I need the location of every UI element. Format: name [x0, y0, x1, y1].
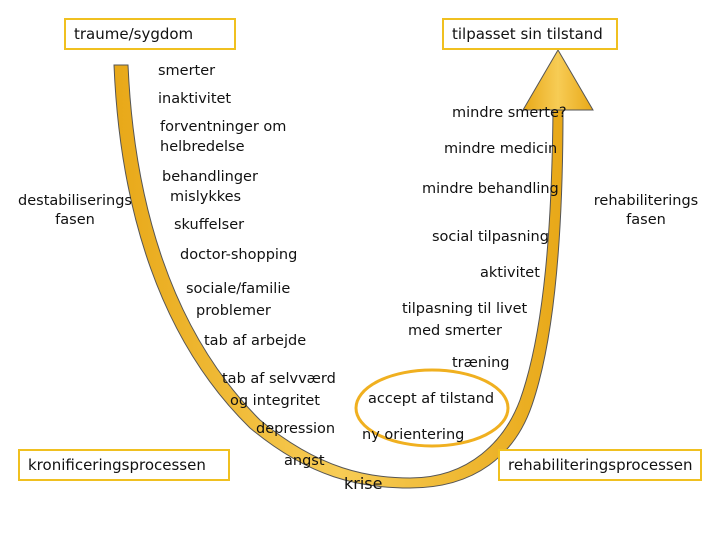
label-krise: krise: [344, 474, 383, 493]
label-mindre-behandling: mindre behandling: [422, 181, 559, 197]
phase-destab-line1: destabiliserings: [18, 193, 132, 209]
box-trauma: traume/sygdom: [64, 18, 236, 50]
label-angst: angst: [284, 453, 325, 469]
label-behandlinger: behandlinger: [162, 169, 258, 185]
label-traening: træning: [452, 355, 510, 371]
label-og-integritet: og integritet: [230, 393, 320, 409]
label-depression: depression: [256, 421, 336, 437]
label-mislykkes: mislykkes: [170, 189, 242, 205]
label-inaktivitet: inaktivitet: [158, 91, 232, 107]
label-skuffelser: skuffelser: [174, 217, 245, 233]
label-problemer: problemer: [196, 303, 271, 319]
label-sociale-familie: sociale/familie: [186, 281, 291, 297]
label-accept-af-tilstand: accept af tilstand: [368, 391, 495, 407]
box-adapted: tilpasset sin tilstand: [442, 18, 618, 50]
phase-destab-line2: fasen: [55, 212, 95, 228]
phase-destabilization: destabiliserings fasen: [12, 192, 138, 230]
u-curve-band: [113, 64, 564, 489]
label-aktivitet: aktivitet: [480, 265, 540, 281]
label-tab-af-selvvaerd: tab af selvværd: [222, 371, 336, 387]
label-smerter: smerter: [158, 63, 216, 79]
label-ny-orientering: ny orientering: [362, 427, 465, 443]
phase-rehabilitation: rehabiliterings fasen: [585, 192, 707, 230]
phase-rehab-line1: rehabiliterings: [593, 193, 699, 209]
crisis-ellipse: [354, 368, 510, 448]
label-forventninger: forventninger om: [160, 119, 287, 135]
label-tab-af-arbejde: tab af arbejde: [204, 333, 307, 349]
label-doctor-shopping: doctor-shopping: [180, 247, 298, 263]
label-social-tilpasning: social tilpasning: [432, 229, 549, 245]
label-helbredelse: helbredelse: [160, 139, 245, 155]
box-chronic: kronificeringsprocessen: [18, 449, 230, 481]
box-rehab-process: rehabiliteringsprocessen: [498, 449, 702, 481]
label-tilpasning-til-livet: tilpasning til livet: [402, 301, 528, 317]
label-mindre-smerte: mindre smerte?: [452, 105, 567, 121]
label-med-smerter: med smerter: [408, 323, 502, 339]
arrow-head: [522, 49, 594, 111]
phase-rehab-line2: fasen: [626, 212, 666, 228]
label-mindre-medicin: mindre medicin: [444, 141, 558, 157]
